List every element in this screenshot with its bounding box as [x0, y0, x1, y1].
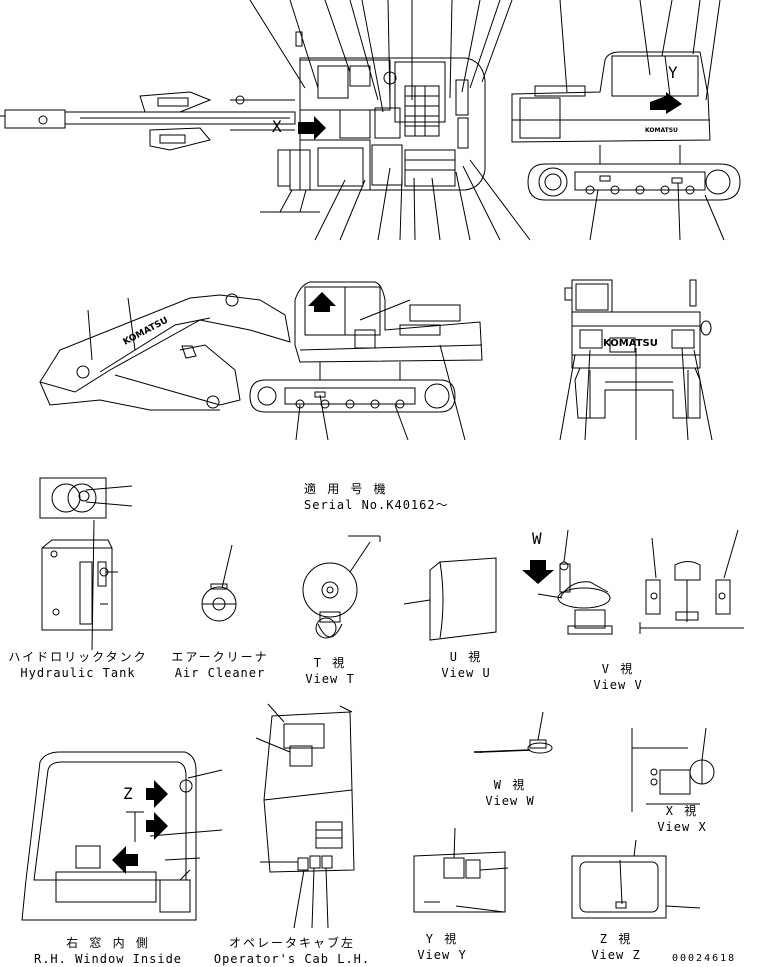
- view-z-label: View Z: [591, 948, 641, 962]
- view-x-jp: X 視: [665, 804, 699, 818]
- view-z-jp: Z 視: [599, 932, 633, 946]
- operator-cab-jp: オペレータキャブ左: [228, 936, 356, 950]
- svg-text:KOMATSU: KOMATSU: [603, 338, 658, 349]
- rear-view: KOMATSU: [559, 279, 713, 441]
- view-y-label: View Y: [417, 948, 467, 962]
- air-cleaner-jp: エアークリーナ: [171, 650, 269, 664]
- rh-window-label: R.H. Window Inside: [33, 952, 183, 966]
- letter-x: X: [272, 117, 283, 136]
- view-v-jp: V 視: [601, 662, 635, 676]
- side-view-boom: KOMATSU: [39, 281, 483, 441]
- letter-z: Z: [123, 784, 134, 803]
- view-y-diagram: [413, 827, 509, 913]
- view-t-jp: T 視: [313, 656, 347, 670]
- view-z-diagram: [571, 839, 701, 919]
- view-x-diagram: [631, 727, 715, 812]
- side-view-right: KOMATSU: [511, 0, 741, 241]
- hydraulic-tank-jp: ハイドロリックタンク: [8, 650, 148, 664]
- view-t-label: View T: [305, 672, 355, 686]
- top-view-machine: [0, 0, 531, 241]
- air-cleaner-diagram: [201, 544, 237, 622]
- view-u-label: View U: [441, 666, 491, 680]
- view-u-diagram: [403, 557, 497, 641]
- rh-window-inside-diagram: [21, 751, 223, 921]
- drawing-number: 00024618: [672, 953, 737, 964]
- air-cleaner-label: Air Cleaner: [174, 666, 266, 680]
- serial-number: Serial No.K40162～: [304, 498, 449, 512]
- letter-y: Y: [668, 63, 679, 82]
- view-v-diagram: [522, 529, 744, 635]
- operator-cab-label: Operator's Cab L.H.: [213, 952, 371, 966]
- svg-text:KOMATSU: KOMATSU: [645, 127, 678, 134]
- view-w-label: View W: [485, 794, 535, 808]
- serial-label-jp: 適 用 号 機: [304, 482, 388, 496]
- operators-cab-diagram: [255, 703, 355, 929]
- view-y-jp: Y 視: [425, 932, 459, 946]
- hydraulic-tank-label: Hydraulic Tank: [20, 666, 136, 680]
- view-t-diagram: [302, 535, 381, 639]
- hydraulic-tank-diagram: [39, 477, 133, 651]
- view-u-jp: U 視: [449, 650, 483, 664]
- rh-window-jp: 右 窓 内 側: [66, 936, 150, 950]
- view-v-label: View V: [593, 678, 643, 692]
- view-w-jp: W 視: [493, 778, 527, 792]
- view-w-diagram: [474, 711, 553, 754]
- view-x-label: View X: [657, 820, 707, 834]
- letter-w: W: [532, 529, 543, 548]
